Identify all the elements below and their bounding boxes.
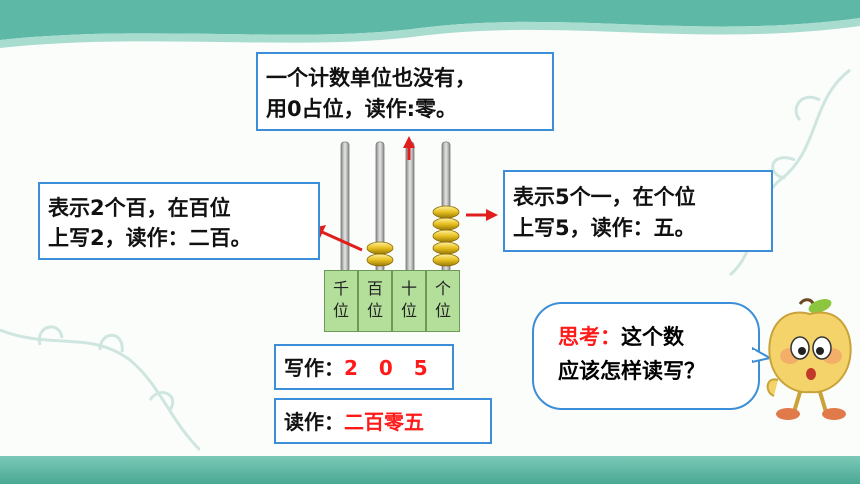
place-label-text: 千位	[332, 279, 349, 320]
note-line: 表示2个百，在百位	[48, 196, 231, 220]
write-answer-box: 写作：2 0 5	[274, 344, 454, 390]
place-label-ones: 个位	[426, 270, 460, 332]
rod-thousands	[340, 141, 350, 273]
place-label-thousands: 千位	[324, 270, 358, 332]
write-label: 写作：	[284, 356, 344, 380]
note-line: 上写5，读作：五。	[513, 216, 696, 240]
floral-decoration-left	[0, 325, 200, 452]
abacus-bead	[366, 253, 394, 267]
rod-tens	[405, 141, 415, 273]
note-ones: 表示5个一，在个位 上写5，读作：五。	[503, 170, 773, 252]
abacus-bead	[366, 241, 394, 255]
think-speech-bubble: 思考：这个数 应该怎样读写？	[532, 302, 760, 410]
place-label-hundreds: 百位	[358, 270, 392, 332]
bubble-tail	[752, 346, 772, 364]
note-line: 一个计数单位也没有，	[266, 66, 476, 90]
place-label-text: 十位	[400, 279, 417, 320]
arrow-up-icon	[403, 136, 415, 160]
write-value: 2 0 5	[344, 356, 435, 380]
place-label-text: 百位	[366, 279, 383, 320]
note-line: 表示5个一，在个位	[513, 185, 696, 209]
place-label-tens: 十位	[392, 270, 426, 332]
abacus-bead	[432, 253, 460, 267]
top-wave-band	[0, 0, 860, 48]
arrow-right-icon	[466, 209, 498, 221]
note-zero-placeholder: 一个计数单位也没有， 用0占位，读作:零。	[256, 52, 554, 131]
note-hundreds: 表示2个百，在百位 上写2，读作：二百。	[38, 182, 320, 260]
abacus-bead	[432, 229, 460, 243]
read-value: 二百零五	[344, 410, 424, 434]
bottom-band	[0, 456, 860, 484]
note-line: 用0占位，读作:零。	[266, 97, 458, 121]
apple-mascot-icon	[766, 298, 852, 420]
place-label-text: 个位	[434, 279, 451, 320]
abacus-bead	[432, 205, 460, 219]
abacus-bead	[432, 241, 460, 255]
think-title: 思考：	[558, 325, 621, 349]
think-line2: 应该怎样读写？	[558, 359, 705, 383]
abacus-bead	[432, 217, 460, 231]
read-answer-box: 读作：二百零五	[274, 398, 492, 444]
read-label: 读作：	[284, 410, 344, 434]
think-line1: 这个数	[621, 325, 684, 349]
note-line: 上写2，读作：二百。	[48, 226, 252, 250]
